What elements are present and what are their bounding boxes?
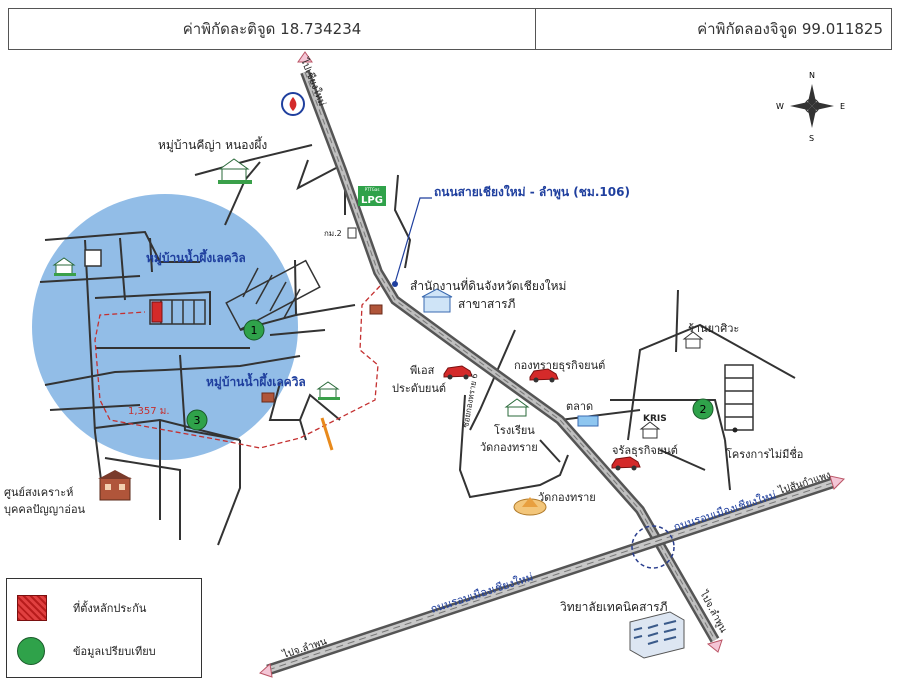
label-km: กม.2 xyxy=(324,229,342,238)
latitude-box: ค่าพิกัดละติจูด 18.734234 xyxy=(8,8,536,50)
label-village-upper: หมู่บ้านน้ำผึ้งเลควิล xyxy=(146,248,246,266)
minor-streets xyxy=(39,144,796,546)
label-welfare-2: บุคคลปัญญาอ่อน xyxy=(4,503,86,516)
legend-row-comparison: ข้อมูลเปรียบเทียบ xyxy=(17,637,156,665)
distance-route xyxy=(94,285,381,449)
svg-text:LPG: LPG xyxy=(361,195,383,206)
comparison-marker-2: 2 xyxy=(692,398,714,420)
label-land-office-2: สาขาสารภี xyxy=(458,297,516,311)
label-temple: วัดกองทราย xyxy=(538,491,596,504)
temple-icon xyxy=(513,497,547,516)
label-land-office-1: สำนักงานที่ดินจังหวัดเชียงใหม่ xyxy=(410,277,566,293)
orange-lane xyxy=(320,417,334,451)
ring-road xyxy=(266,476,837,676)
gas-station-icon xyxy=(281,92,305,116)
km-post-icon xyxy=(347,227,357,239)
comparison-marker-3: 3 xyxy=(186,409,208,431)
legend-collateral-label: ที่ตั้งหลักประกัน xyxy=(73,602,147,615)
svg-text:PTTGas: PTTGas xyxy=(365,187,380,192)
pharmacy-house-icon xyxy=(682,331,704,349)
compass-e: E xyxy=(840,102,845,111)
label-pe-2: ประดับยนต์ xyxy=(392,382,446,395)
label-ring-road-lower: ถนนรอบเมืองเชียงใหม่ xyxy=(429,570,535,615)
longitude-box: ค่าพิกัดลองจิจูด 99.011825 xyxy=(535,8,892,50)
label-pe-1: พีเอส xyxy=(410,364,435,377)
intersection-circle xyxy=(631,525,675,569)
road-label-pointer xyxy=(394,197,432,284)
label-jaran: จรัลธุรกิจยนต์ xyxy=(612,444,678,457)
village-house-icon xyxy=(218,158,252,184)
svg-text:2: 2 xyxy=(700,403,707,416)
housing-blocks xyxy=(84,249,754,431)
main-road xyxy=(300,70,720,643)
comparison-swatch xyxy=(17,637,45,665)
welfare-center-icon xyxy=(98,470,132,501)
car-icon-jaran xyxy=(611,456,641,471)
arrow-lamphun-bottom xyxy=(706,639,723,653)
compass-rose: N S E W xyxy=(776,71,845,143)
compass-n: N xyxy=(809,71,815,80)
compass-s: S xyxy=(809,134,814,143)
label-main-road: ถนนสายเชียงใหม่ - ลำพูน (ชม.106) xyxy=(434,184,630,200)
label-unnamed-project: โครงการไม่มีชื่อ xyxy=(726,446,803,461)
label-pharmacy: ร้านยาศิวะ xyxy=(688,322,739,335)
collateral-parcel xyxy=(151,301,163,323)
arrow-sankamphaeng xyxy=(829,475,846,490)
small-shop-icon xyxy=(261,304,383,403)
compass-w: W xyxy=(776,102,784,111)
car-icon-pe xyxy=(443,365,473,380)
latitude-text: ค่าพิกัดละติจูด 18.734234 xyxy=(182,20,362,38)
car-icon-kongsai xyxy=(529,368,559,383)
comparison-marker-1: 1 xyxy=(243,319,265,341)
village-house-icon-south xyxy=(316,381,340,400)
college-building-icon xyxy=(629,611,685,659)
label-village-kia: หมู่บ้านคีญ่า หนองผึ้ง xyxy=(158,136,267,153)
school-icon xyxy=(504,398,530,417)
road-label-dot xyxy=(392,281,398,287)
collateral-swatch xyxy=(17,595,47,621)
arrow-lamphun-left xyxy=(259,663,273,678)
svg-text:3: 3 xyxy=(194,414,201,427)
label-college: วิทยาลัยเทคนิคสารภี xyxy=(560,600,668,614)
arrow-chiangmai xyxy=(297,51,313,63)
market-icon xyxy=(577,415,599,427)
land-office-icon xyxy=(421,288,453,313)
label-distance: 1,357 ม. xyxy=(128,406,170,417)
legend-comparison-label: ข้อมูลเปรียบเทียบ xyxy=(73,645,156,658)
legend: ที่ตั้งหลักประกัน ข้อมูลเปรียบเทียบ xyxy=(6,578,202,678)
unnamed-project-dot xyxy=(732,427,738,433)
lpg-sign-icon: PTTGas LPG xyxy=(358,186,386,206)
longitude-text: ค่าพิกัดลองจิจูด 99.011825 xyxy=(697,20,883,38)
label-market: ตลาด xyxy=(566,400,593,413)
label-village-lower: หมู่บ้านน้ำผึ้งเลควิล xyxy=(206,372,306,390)
village-house-icon-west xyxy=(52,257,76,276)
label-kris: KRIS xyxy=(643,414,667,424)
label-school-2: วัดกองทราย xyxy=(480,441,538,454)
svg-text:1: 1 xyxy=(251,324,258,337)
kris-house-icon xyxy=(639,421,661,439)
label-school-1: โรงเรียน xyxy=(494,423,535,437)
label-welfare-1: ศูนย์สงเคราะห์ xyxy=(4,486,73,499)
label-kongsai-business: กองทรายธุรกิจยนต์ xyxy=(514,359,605,372)
legend-row-collateral: ที่ตั้งหลักประกัน xyxy=(17,595,146,621)
